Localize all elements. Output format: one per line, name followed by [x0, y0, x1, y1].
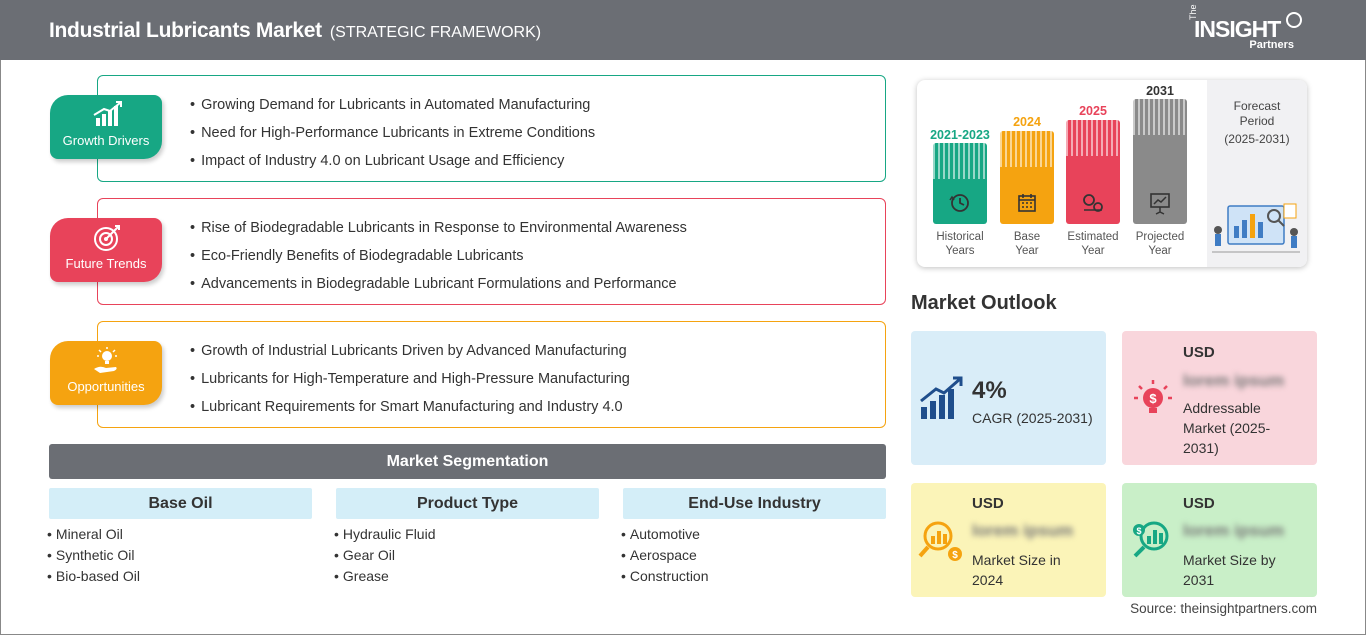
opportunities-list: Growth of Industrial Lubricants Driven b… — [190, 341, 630, 425]
opportunities-tab: Opportunities — [50, 341, 162, 405]
timeline-bar — [1000, 131, 1054, 224]
list-item: Mineral Oil — [47, 525, 140, 546]
svg-text:$: $ — [1149, 391, 1157, 406]
opportunities-label: Opportunities — [67, 379, 145, 394]
list-item: Growth of Industrial Lubricants Driven b… — [190, 341, 630, 369]
size-2024-value: lorem ipsum — [972, 521, 1074, 540]
money-search-icon: $ — [918, 521, 962, 561]
analytics-illustration-icon — [1212, 203, 1300, 253]
timeline-bar — [1133, 99, 1187, 224]
presentation-icon — [1150, 193, 1170, 215]
growth-chart-icon — [920, 376, 963, 419]
growth-drivers-tab: Growth Drivers — [50, 95, 162, 159]
list-item: Need for High-Performance Lubricants in … — [190, 123, 595, 151]
future-trends-tab: Future Trends — [50, 218, 162, 282]
size-2024-label: Market Size in 2024 — [972, 552, 1061, 588]
growth-drivers-list: Growing Demand for Lubricants in Automat… — [190, 95, 595, 179]
list-item: Eco-Friendly Benefits of Biodegradable L… — [190, 246, 687, 274]
source-text: Source: theinsightpartners.com — [1130, 601, 1317, 616]
segment-heading-end-use-industry: End-Use Industry — [623, 488, 886, 519]
gears-icon — [1083, 194, 1103, 212]
size-2024-usd: USD — [972, 495, 1004, 512]
money-bulb-icon: $ — [1134, 380, 1172, 413]
segment-list-base-oil: Mineral Oil Synthetic Oil Bio-based Oil — [47, 525, 140, 588]
list-item: Construction — [621, 567, 709, 588]
list-item: Bio-based Oil — [47, 567, 140, 588]
history-icon — [949, 194, 969, 212]
list-item: Advancements in Biodegradable Lubricant … — [190, 274, 687, 302]
addressable-label: Addressable Market (2025-2031) — [1183, 400, 1271, 456]
market-outlook-title: Market Outlook — [911, 292, 1057, 314]
addressable-value: lorem ipsum — [1183, 371, 1285, 390]
future-trends-list: Rise of Biodegradable Lubricants in Resp… — [190, 218, 687, 302]
segment-list-product-type: Hydraulic Fluid Gear Oil Grease — [334, 525, 436, 588]
cagr-value: 4% — [972, 377, 1007, 404]
list-item: Automotive — [621, 525, 709, 546]
segment-heading-product-type: Product Type — [336, 488, 599, 519]
cagr-label: CAGR (2025-2031) — [972, 410, 1093, 426]
timeline-year: 2031 — [1146, 84, 1174, 98]
target-icon — [94, 225, 120, 251]
calendar-icon — [1018, 194, 1036, 212]
list-item: Grease — [334, 567, 436, 588]
lightbulb-hand-icon — [94, 347, 117, 373]
size-2031-value: lorem ipsum — [1183, 521, 1285, 540]
segment-heading-base-oil: Base Oil — [49, 488, 312, 519]
list-item: Lubricants for High-Temperature and High… — [190, 369, 630, 397]
page-subtitle: (STRATEGIC FRAMEWORK) — [329, 24, 542, 41]
size-2031-label: Market Size by 2031 — [1183, 552, 1276, 588]
list-item: Rise of Biodegradable Lubricants in Resp… — [190, 218, 687, 246]
addressable-usd: USD — [1183, 344, 1215, 361]
timeline-year: 2021-2023 — [930, 128, 990, 142]
timeline-bar — [933, 143, 987, 224]
list-item: Impact of Industry 4.0 on Lubricant Usag… — [190, 151, 595, 179]
timeline-bar — [1066, 120, 1120, 224]
list-item: Synthetic Oil — [47, 546, 140, 567]
list-item: Hydraulic Fluid — [334, 525, 436, 546]
list-item: Growing Demand for Lubricants in Automat… — [190, 95, 595, 123]
list-item: Gear Oil — [334, 546, 436, 567]
segmentation-title: Market Segmentation — [49, 444, 886, 479]
growth-chart-icon — [93, 101, 122, 126]
insight-partners-logo: The INSIGHT Partners — [1188, 4, 1308, 52]
svg-text:$: $ — [1136, 526, 1141, 536]
future-trends-label: Future Trends — [65, 256, 147, 271]
growth-drivers-label: Growth Drivers — [62, 133, 150, 148]
timeline-year: 2024 — [1013, 115, 1041, 129]
list-item: Aerospace — [621, 546, 709, 567]
header-bar: Industrial Lubricants Market(STRATEGIC F… — [0, 0, 1366, 60]
list-item: Lubricant Requirements for Smart Manufac… — [190, 397, 630, 425]
timeline-year: 2025 — [1079, 104, 1107, 118]
forecast-period-label: Forecast Period (2025-2031) — [1224, 99, 1290, 146]
segment-list-end-use-industry: Automotive Aerospace Construction — [621, 525, 709, 588]
svg-text:$: $ — [952, 550, 958, 561]
size-2031-usd: USD — [1183, 495, 1215, 512]
money-search-icon: $ — [1133, 521, 1169, 558]
page-title: Industrial Lubricants Market(STRATEGIC F… — [49, 19, 542, 42]
